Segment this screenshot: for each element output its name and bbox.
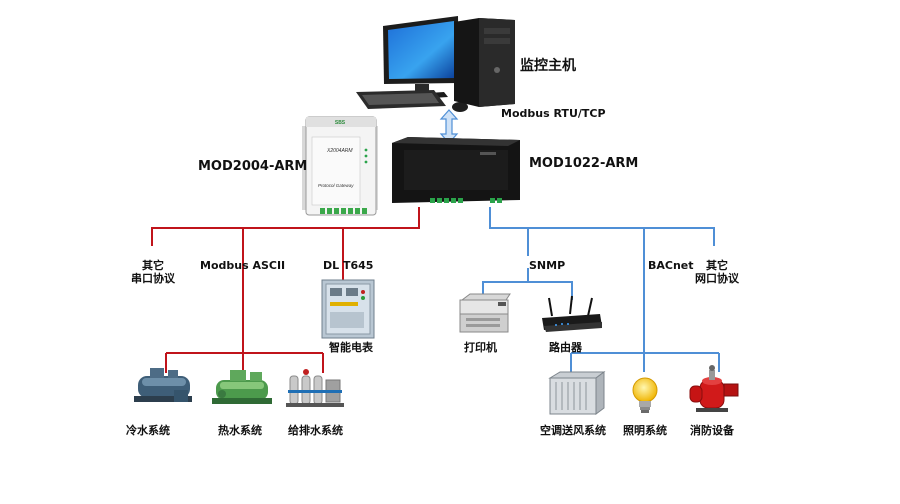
protocol-label-bacnet: BACnet (648, 259, 694, 272)
device-label-smart-meter: 智能电表 (329, 341, 373, 354)
hvac-icon (548, 371, 606, 415)
other-network-line2: 网口协议 (695, 272, 739, 285)
mod2004-model-text: X2004ARM (326, 148, 353, 154)
protocol-label-other-serial: 其它 串口协议 (128, 259, 178, 285)
fire-equipment-icon (689, 365, 739, 412)
device-label-hvac: 空调送风系统 (540, 424, 606, 437)
chilled-water-icon (134, 368, 192, 402)
other-network-line1: 其它 (706, 259, 728, 272)
protocol-label-modbus-ascii: Modbus ASCII (200, 259, 286, 272)
mod2004-logo-text: SBS (335, 120, 346, 126)
host-label: 监控主机 (520, 58, 576, 74)
hot-water-icon (212, 370, 272, 404)
mouse-icon (452, 102, 468, 112)
light-bulb-icon (632, 377, 658, 413)
gateway-label-mod1022: MOD1022-ARM (529, 156, 639, 171)
other-serial-line1: 其它 (142, 259, 164, 272)
pc-tower-icon (454, 18, 515, 107)
protocol-label-dl-t645: DL T645 (323, 259, 374, 272)
monitor-icon (383, 16, 459, 100)
smart-meter-icon (321, 279, 375, 339)
protocol-label-snmp: SNMP (529, 259, 566, 272)
mod2004-sub-text: Protocol Gateway (318, 183, 354, 188)
protocol-label-modbus-rtu-tcp: Modbus RTU/TCP (501, 107, 606, 120)
printer-icon (459, 293, 511, 333)
mod2004-device-icon: SBS X2004ARM Protocol Gateway (302, 116, 378, 216)
device-label-printer: 打印机 (464, 341, 497, 354)
water-supply-icon (286, 369, 344, 407)
protocol-label-other-network: 其它 网口协议 (692, 259, 742, 285)
other-serial-line2: 串口协议 (131, 272, 175, 285)
device-label-chilled-water: 冷水系统 (126, 424, 170, 437)
router-icon (542, 295, 602, 332)
device-label-hot-water: 热水系统 (218, 424, 262, 437)
device-label-router: 路由器 (549, 341, 582, 354)
keyboard-icon (356, 90, 446, 109)
device-label-water-supply: 给排水系统 (288, 424, 343, 437)
mod1022-device-icon (392, 137, 520, 203)
blue-bus-lines (482, 207, 720, 372)
device-label-fire: 消防设备 (690, 424, 734, 437)
gateway-label-mod2004: MOD2004-ARM (198, 159, 308, 174)
device-label-lighting: 照明系统 (623, 424, 667, 437)
red-bus-lines (151, 207, 420, 373)
